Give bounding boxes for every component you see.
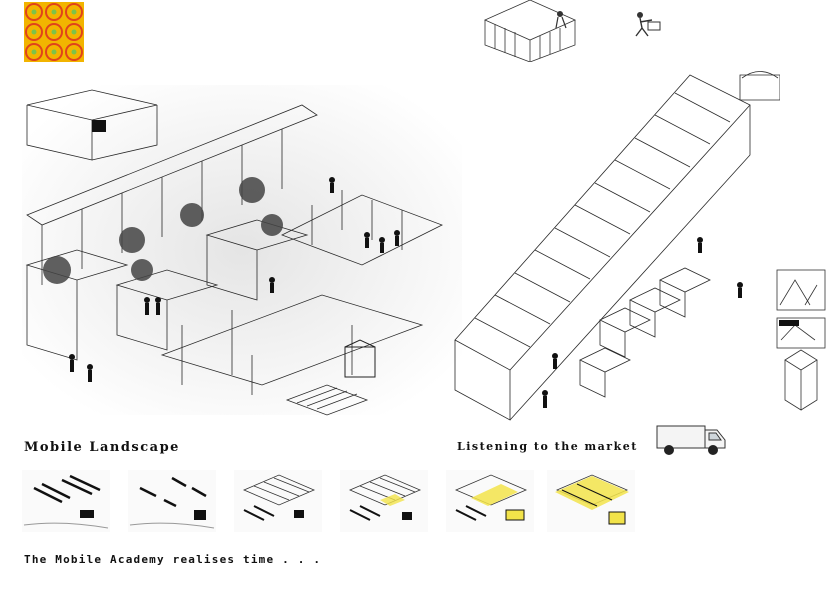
sequence-thumbnail-1 — [22, 470, 110, 532]
right-vignettes — [775, 260, 827, 420]
sequence-thumbnail-5 — [446, 470, 534, 532]
academy-tagline: The Mobile Academy realises time . . . — [24, 553, 322, 566]
sequence-thumbnail-3 — [234, 470, 322, 532]
pattern-tile-image — [24, 2, 84, 62]
sequence-thumbnail-2 — [128, 470, 216, 532]
top-sketch-structure — [480, 0, 580, 62]
top-figure-sketch — [630, 10, 662, 38]
sequence-thumbnail-4 — [340, 470, 428, 532]
listening-market-caption: Listening to the market — [457, 440, 638, 453]
mobile-landscape-caption: Mobile Landscape — [24, 440, 180, 455]
van-illustration — [655, 418, 727, 458]
sequence-thumbnail-6 — [547, 470, 635, 532]
market-hall-drawing — [450, 60, 780, 430]
axonometric-campus-drawing — [22, 85, 462, 435]
